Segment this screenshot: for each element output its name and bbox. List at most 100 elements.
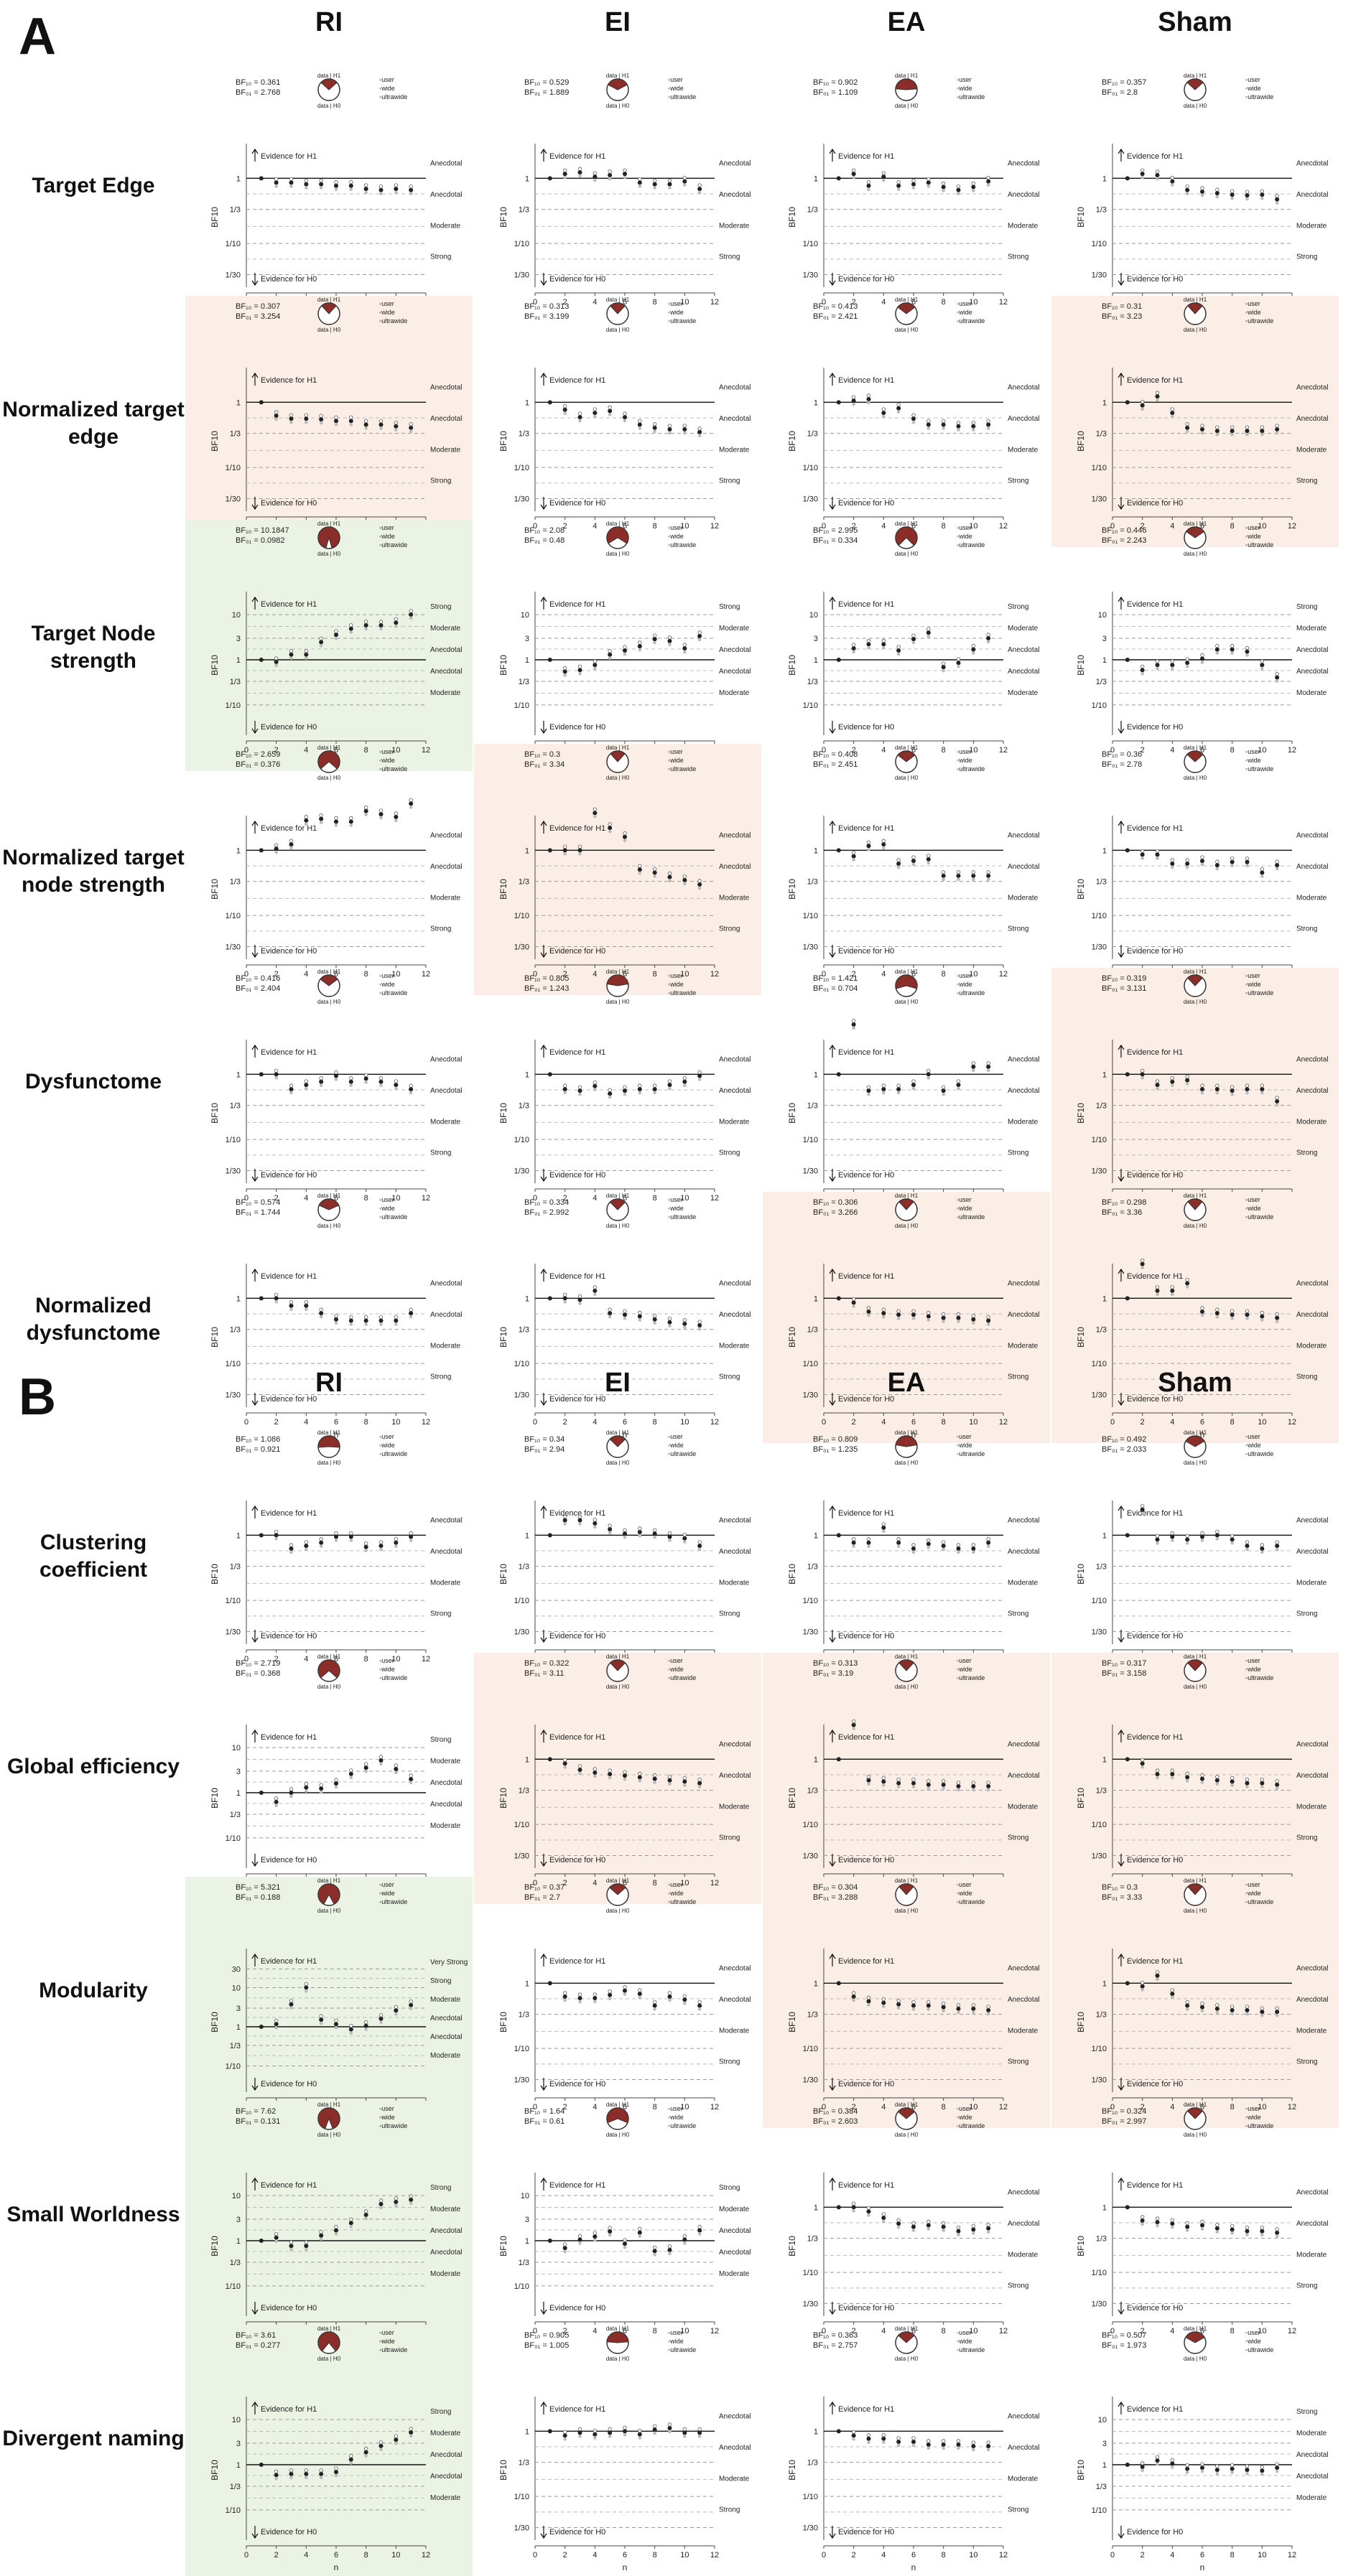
data-point-wide (394, 1079, 399, 1083)
data-point (348, 1771, 353, 1776)
data-point-ultrawide (1245, 2012, 1249, 2016)
pie-top-label: data | H1 (606, 969, 630, 975)
data-point-ultrawide (578, 2435, 582, 2438)
evidence-h0-label: Evidence for H0 (261, 1171, 317, 1180)
data-point (956, 2229, 961, 2234)
data-point-ultrawide (972, 2447, 975, 2452)
data-point (956, 1546, 961, 1551)
evidence-category: Anecdotal (719, 1517, 751, 1525)
data-point-wide (866, 840, 871, 844)
data-point-wide (911, 2221, 916, 2226)
arrow-down-head (251, 2533, 259, 2539)
pie-bottom-label: data | H0 (1184, 1684, 1207, 1690)
data-point-ultrawide (1140, 1076, 1144, 1080)
data-point (1140, 1507, 1145, 1512)
data-point-wide (956, 870, 961, 874)
data-point (911, 1781, 916, 1786)
y-tick-label: 1/10 (803, 1597, 818, 1605)
evidence-h0-label: Evidence for H0 (1127, 1171, 1183, 1180)
bf10-label: BF₁₀ = 0.384 (813, 2107, 858, 2116)
data-point-wide (274, 1292, 279, 1297)
data-point-ultrawide (697, 2435, 702, 2438)
data-point (1214, 429, 1219, 434)
data-point-ultrawide (882, 1315, 886, 1319)
legend-entry: ◦ultrawide (1245, 989, 1273, 997)
data-point (682, 646, 687, 651)
evidence-category: Anecdotal (1296, 1056, 1328, 1064)
data-point-ultrawide (896, 1544, 901, 1549)
data-point-ultrawide (653, 2431, 656, 2435)
pie-bottom-label: data | H0 (606, 103, 630, 109)
data-point-wide (1170, 1531, 1175, 1536)
legend-entry: ◦user (1245, 1433, 1260, 1440)
arrow-down-head (251, 1861, 259, 1867)
data-point (547, 1981, 552, 1986)
data-point-wide (667, 424, 672, 428)
data-point-ultrawide (593, 1088, 597, 1092)
data-point-wide (378, 620, 384, 624)
evidence-axis-label: Evidence (470, 872, 473, 907)
evidence-category: Anecdotal (1296, 2220, 1328, 2228)
data-point-ultrawide (972, 2010, 975, 2015)
data-point (637, 180, 642, 185)
legend-entry: ◦user (1245, 1881, 1260, 1888)
y-tick-label: 1/30 (1092, 943, 1107, 951)
arrow-down-head (829, 728, 836, 734)
bf01-label: BF₀₁ = 1.005 (524, 2341, 569, 2350)
data-point-wide (623, 168, 627, 172)
y-axis-label: BF10 (210, 879, 220, 900)
x-tick-label: 0 (1110, 1418, 1115, 1427)
data-point-wide (1245, 857, 1250, 861)
data-point-ultrawide (1245, 1547, 1249, 1551)
evidence-h1-label: Evidence for H1 (1127, 2405, 1183, 2414)
arrow-up-head (251, 1953, 259, 1959)
data-point (577, 1768, 582, 1773)
evidence-h0-label: Evidence for H0 (838, 1632, 894, 1641)
bf01-label: BF₀₁ = 0.921 (236, 1445, 280, 1454)
data-point-wide (638, 1771, 642, 1776)
data-point-wide (289, 2240, 294, 2244)
data-point-ultrawide (972, 428, 975, 431)
bf01-label: BF₀₁ = 2.033 (1102, 1445, 1146, 1454)
data-point (851, 854, 856, 859)
arrow-up-head (829, 596, 836, 602)
legend-entry: ◦user (957, 1433, 972, 1440)
x-tick-label: 10 (1258, 1418, 1266, 1427)
data-point-wide (304, 1300, 309, 1305)
x-tick-label: 0 (822, 970, 826, 979)
data-point-wide (562, 404, 567, 409)
x-tick-label: 6 (623, 970, 627, 979)
pie-slice (898, 2331, 915, 2343)
data-point (836, 848, 841, 853)
bf01-label: BF₀₁ = 0.131 (236, 2117, 280, 2126)
data-point-ultrawide (683, 1083, 687, 1088)
data-point-ultrawide (349, 423, 353, 426)
legend-entry: ◦user (1245, 76, 1260, 83)
x-tick-label: 6 (623, 1418, 627, 1427)
evidence-category: Moderate (430, 2206, 461, 2213)
data-point-wide (682, 2234, 687, 2239)
data-point (608, 826, 613, 831)
evidence-category: Strong (719, 603, 740, 611)
x-tick-label: 8 (364, 2551, 368, 2559)
pie-bottom-label: data | H0 (1184, 327, 1207, 333)
data-point-ultrawide (1200, 431, 1204, 435)
evidence-axis-label: Evidence (759, 200, 761, 235)
data-point-wide (1260, 2225, 1265, 2230)
evidence-axis-label: Evidence (759, 1781, 761, 1816)
data-point-ultrawide (1171, 1775, 1174, 1780)
data-point (836, 658, 841, 662)
y-axis-label: BF10 (787, 431, 797, 452)
data-point (593, 1996, 598, 2001)
data-point (1275, 427, 1280, 432)
y-axis-label: BF10 (210, 1327, 220, 1348)
data-point (1214, 1311, 1219, 1316)
data-point-ultrawide (852, 1998, 855, 2002)
data-point-wide (1140, 664, 1145, 669)
data-point (304, 1985, 309, 1990)
data-point (1200, 656, 1204, 661)
